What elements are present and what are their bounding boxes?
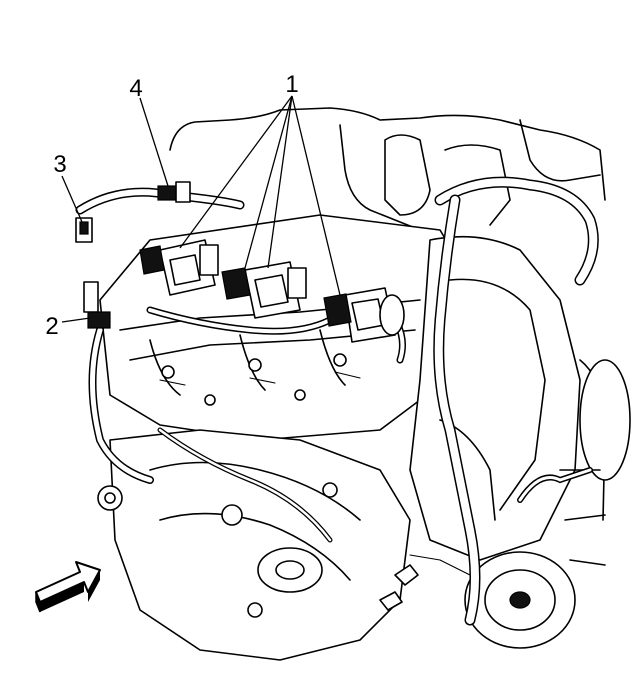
front-direction-arrow-icon bbox=[35, 561, 101, 613]
ignition-coil-3 bbox=[323, 287, 405, 343]
callout-4: 4 bbox=[129, 75, 142, 102]
connector-4 bbox=[157, 181, 191, 203]
callout-1: 1 bbox=[285, 71, 298, 98]
sensor-3 bbox=[75, 217, 93, 243]
ignition-coil-2 bbox=[221, 261, 307, 319]
callout-2: 2 bbox=[45, 313, 58, 340]
ignition-coil-1 bbox=[139, 239, 219, 296]
callout-3: 3 bbox=[53, 151, 66, 178]
connector-2 bbox=[83, 281, 111, 329]
callout-leaders bbox=[61, 95, 341, 323]
